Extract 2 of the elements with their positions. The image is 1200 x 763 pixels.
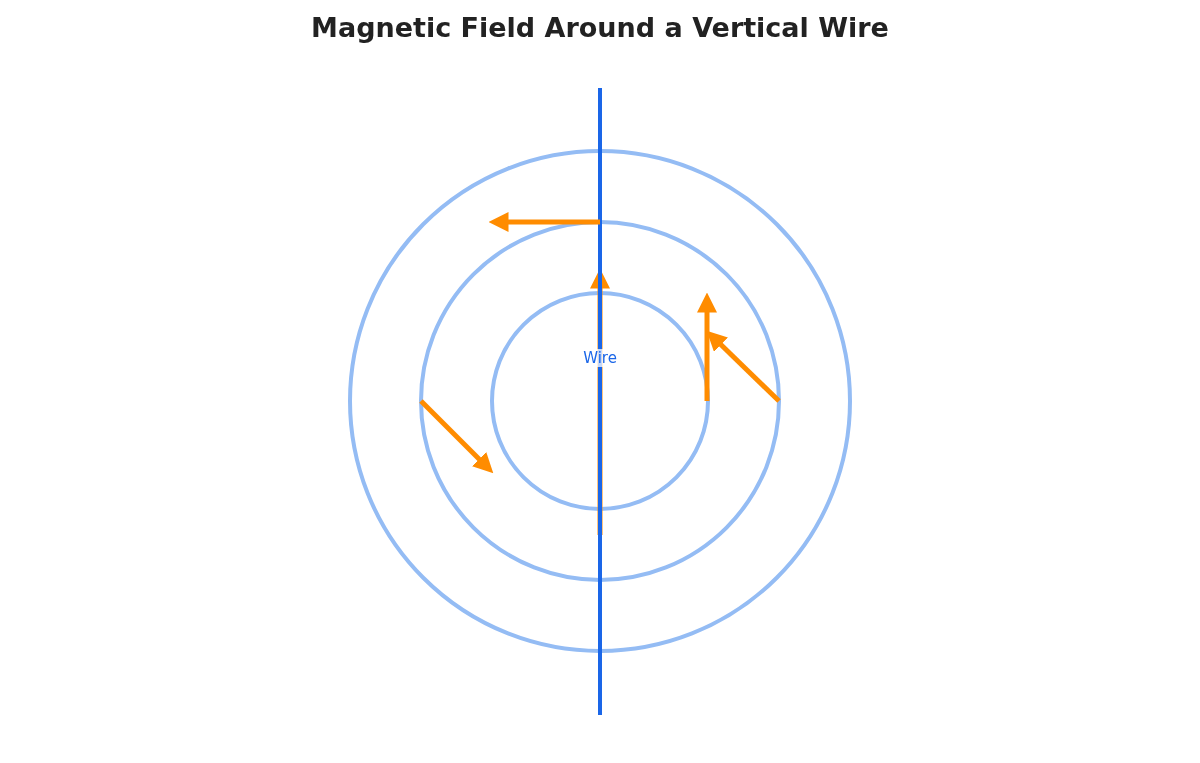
diagram-title: Magnetic Field Around a Vertical Wire [311,12,889,43]
wire-label: Wire [582,349,618,367]
